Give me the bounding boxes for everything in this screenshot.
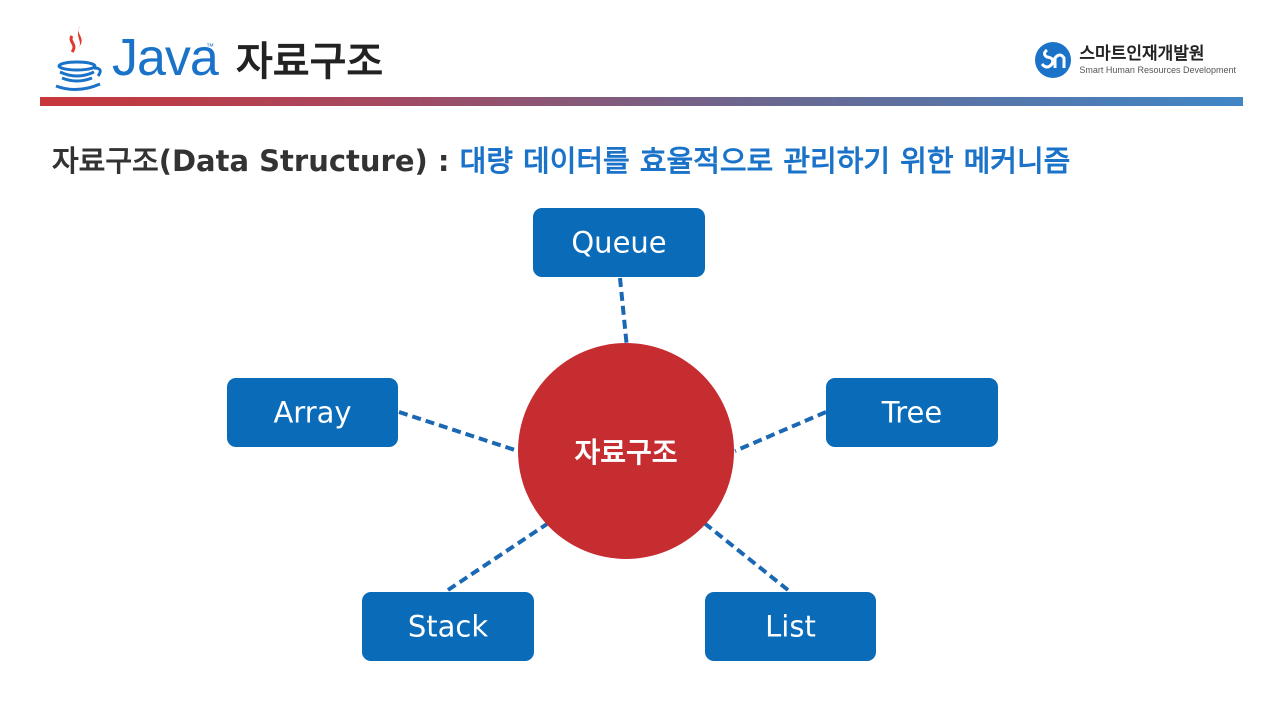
center-label: 자료구조 [574,436,677,469]
definition-term: 자료구조(Data Structure) [52,144,428,178]
brand-subtitle: Smart Human Resources Development [1079,65,1236,75]
node-array: Array [227,378,398,447]
connector-stack [446,520,552,592]
node-tree: Tree [826,378,998,447]
brand-name: 스마트인재개발원 [1079,44,1205,64]
brand-logo: 스마트인재개발원 Smart Human Resources Developme… [1033,38,1236,82]
node-array-box [227,378,398,447]
node-queue-box [533,208,705,277]
center-circle [518,343,734,559]
node-stack: Stack [362,592,534,661]
node-queue: Queue [533,208,705,277]
node-list-label: List [765,610,816,644]
definition-line: 자료구조(Data Structure) : 대량 데이터를 효율적으로 관리하… [52,140,1070,182]
node-list-box [705,592,876,661]
page-title: 자료구조 [236,39,384,85]
connector-tree [734,410,827,453]
header-divider [40,97,1243,106]
definition-separator: : [427,144,460,178]
connector-queue [618,277,629,349]
trademark-mark: ™ [206,42,214,51]
node-stack-label: Stack [408,610,488,644]
node-stack-box [362,592,534,661]
connector-array [398,410,519,453]
java-wordmark: Java [112,29,219,87]
node-tree-box [826,378,998,447]
node-tree-label: Tree [881,396,942,430]
node-array-label: Array [273,396,351,430]
node-queue-label: Queue [571,226,666,260]
brand-mark-icon [1035,42,1072,78]
connector-list [701,520,790,592]
definition-text: 대량 데이터를 효율적으로 관리하기 위한 메커니즘 [459,144,1071,178]
node-list: List [705,592,876,661]
java-cup-icon [55,26,102,91]
